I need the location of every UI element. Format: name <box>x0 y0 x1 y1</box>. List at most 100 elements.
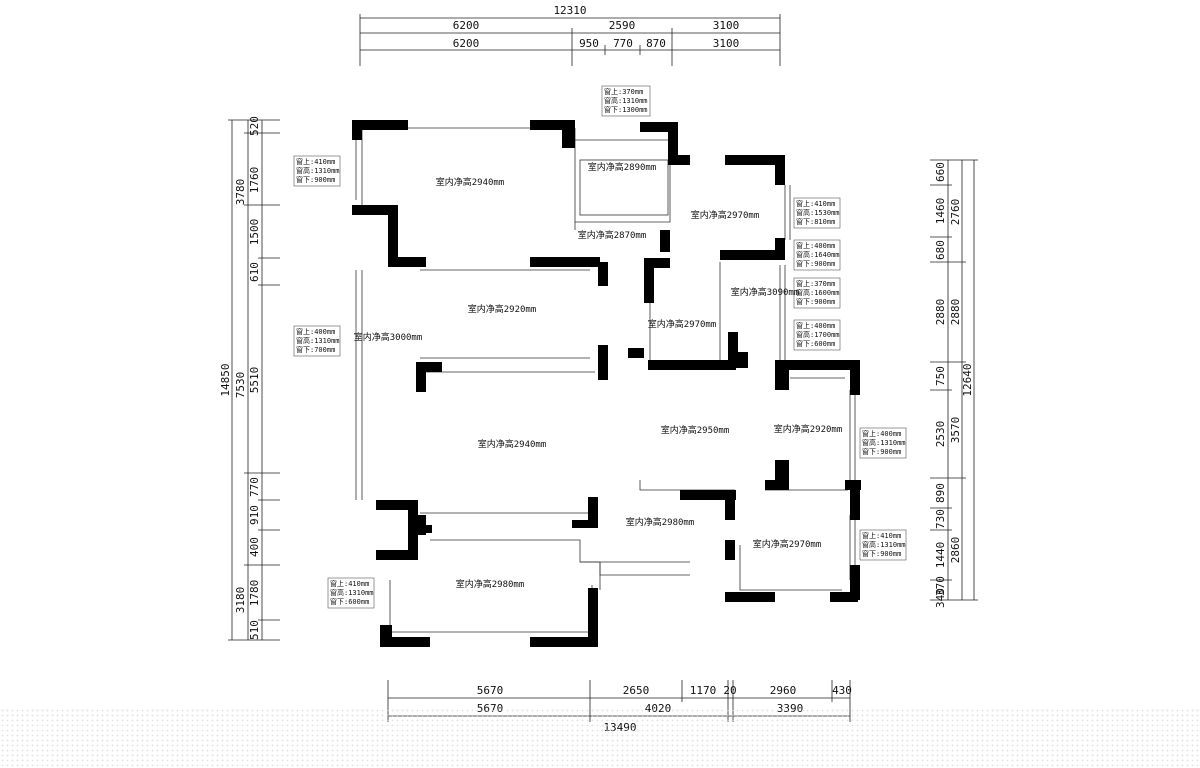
svg-text:窗高:1600mm: 窗高:1600mm <box>796 288 840 297</box>
dim-left-2-g: 910 <box>248 505 261 525</box>
dim-bot-1-a: 5670 <box>477 684 504 697</box>
dim-left-1-c: 3180 <box>234 587 247 614</box>
dim-right-2-j: 370 <box>934 576 947 596</box>
dim-top-2-c: 770 <box>613 37 633 50</box>
dim-top-2-e: 3100 <box>713 37 740 50</box>
dim-right-1-d: 2860 <box>949 537 962 564</box>
svg-text:窗下:810mm: 窗下:810mm <box>796 217 835 226</box>
window-note-9: 窗上:410mm 窗高:1310mm 窗下:900mm <box>859 529 907 561</box>
dim-right-2-k: 340 <box>934 588 947 608</box>
svg-text:窗下:900mm: 窗下:900mm <box>862 549 901 558</box>
window-note-1: 窗上:370mm 窗高:1310mm 窗下:1300mm <box>601 85 651 117</box>
window-note-5: 窗上:370mm 窗高:1600mm 窗下:900mm <box>793 277 841 309</box>
room-labels: 室内净高2940mm 室内净高2890mm 室内净高2970mm 室内净高287… <box>354 161 843 590</box>
dim-top-1-a: 6200 <box>453 19 480 32</box>
right-dimensions: 12640 2760 2880 3570 2860 660 1460 680 2… <box>930 159 978 608</box>
svg-text:窗高:1310mm: 窗高:1310mm <box>296 166 340 175</box>
svg-text:窗上:400mm: 窗上:400mm <box>296 327 335 336</box>
window-notes: 窗上:370mm 窗高:1310mm 窗下:1300mm 窗上:410mm 窗高… <box>293 85 907 609</box>
dim-bot-1-e: 2960 <box>770 684 797 697</box>
window-note-10: 窗上:410mm 窗高:1310mm 窗下:600mm <box>327 577 375 609</box>
svg-text:窗高:1700mm: 窗高:1700mm <box>796 330 840 339</box>
dim-left-2-e: 5510 <box>248 367 261 394</box>
dim-left-2-a: 520 <box>248 116 261 136</box>
svg-text:窗高:1530mm: 窗高:1530mm <box>796 208 840 217</box>
dim-right-2-c: 680 <box>934 240 947 260</box>
dim-left-2-b: 1760 <box>248 167 261 194</box>
dim-left-2-h: 400 <box>248 537 261 557</box>
window-note-6: 窗上:400mm 窗高:1310mm 窗下:700mm <box>293 325 341 357</box>
dim-left-1-a: 3780 <box>234 179 247 206</box>
svg-text:窗下:600mm: 窗下:600mm <box>796 339 835 348</box>
dim-right-1-c: 3570 <box>949 417 962 444</box>
svg-text:窗高:1310mm: 窗高:1310mm <box>862 438 906 447</box>
svg-text:窗上:400mm: 窗上:400mm <box>796 321 835 330</box>
room-label-9: 室内净高2940mm <box>478 438 547 450</box>
dim-top-2-b: 950 <box>579 37 599 50</box>
dim-top-1-c: 3100 <box>713 19 740 32</box>
dim-right-2-i: 1440 <box>934 542 947 569</box>
room-label-8: 室内净高3000mm <box>354 331 423 343</box>
room-label-12: 室内净高2980mm <box>626 516 695 528</box>
room-label-13: 室内净高2970mm <box>753 538 822 550</box>
svg-text:窗高:1640mm: 窗高:1640mm <box>796 250 840 259</box>
dim-bot-1-d: 20 <box>723 684 736 697</box>
dim-left-2-c: 1500 <box>248 219 261 246</box>
window-note-8: 窗上:400mm 窗高:1310mm 窗下:900mm <box>859 427 907 459</box>
top-dimensions: 12310 6200 2590 3100 6200 950 770 870 31… <box>359 4 781 66</box>
structural-walls <box>352 120 861 647</box>
dim-top-2-d: 870 <box>646 37 666 50</box>
svg-text:窗下:900mm: 窗下:900mm <box>796 259 835 268</box>
dim-top-2-a: 6200 <box>453 37 480 50</box>
dotted-background-band <box>0 708 1200 768</box>
svg-text:窗上:410mm: 窗上:410mm <box>296 157 335 166</box>
dim-right-1-b: 2880 <box>949 299 962 326</box>
dim-left-2-j: 510 <box>248 620 261 640</box>
svg-text:窗上:410mm: 窗上:410mm <box>862 531 901 540</box>
dim-right-2-e: 750 <box>934 366 947 386</box>
dim-bot-1-b: 2650 <box>623 684 650 697</box>
svg-text:窗上:410mm: 窗上:410mm <box>330 579 369 588</box>
svg-text:窗上:410mm: 窗上:410mm <box>796 199 835 208</box>
svg-text:窗高:1310mm: 窗高:1310mm <box>330 588 374 597</box>
room-label-3: 室内净高2970mm <box>691 209 760 221</box>
svg-text:窗上:370mm: 窗上:370mm <box>796 279 835 288</box>
room-label-2: 室内净高2890mm <box>588 161 657 173</box>
svg-text:窗下:700mm: 窗下:700mm <box>296 345 335 354</box>
dim-top-total: 12310 <box>553 4 586 17</box>
dim-right-total: 12640 <box>961 363 974 396</box>
dim-bot-1-c: 1170 <box>690 684 717 697</box>
window-note-3: 窗上:410mm 窗高:1530mm 窗下:810mm <box>793 197 841 229</box>
dim-right-2-b: 1460 <box>934 198 947 225</box>
room-label-14: 室内净高2980mm <box>456 578 525 590</box>
dim-left-2-i: 1780 <box>248 580 261 607</box>
window-note-4: 窗上:400mm 窗高:1640mm 窗下:900mm <box>793 239 841 271</box>
dim-left-2-d: 610 <box>248 262 261 282</box>
dim-left-total: 14850 <box>219 363 232 396</box>
svg-text:窗下:1300mm: 窗下:1300mm <box>604 105 648 114</box>
left-dimensions: 14850 3780 7530 3180 520 1760 1500 610 5… <box>219 116 280 641</box>
room-label-5: 室内净高2920mm <box>468 303 537 315</box>
room-label-4: 室内净高2870mm <box>578 229 647 241</box>
svg-text:窗上:400mm: 窗上:400mm <box>862 429 901 438</box>
dim-right-2-f: 2530 <box>934 421 947 448</box>
dim-left-1-b: 7530 <box>234 372 247 399</box>
room-label-11: 室内净高2920mm <box>774 423 843 435</box>
svg-text:窗下:900mm: 窗下:900mm <box>796 297 835 306</box>
svg-text:窗上:370mm: 窗上:370mm <box>604 87 643 96</box>
window-note-2: 窗上:410mm 窗高:1310mm 窗下:900mm <box>293 155 341 187</box>
dim-left-2-f: 770 <box>248 477 261 497</box>
svg-text:窗下:900mm: 窗下:900mm <box>862 447 901 456</box>
window-note-7: 窗上:400mm 窗高:1700mm 窗下:600mm <box>793 319 841 351</box>
dim-right-2-d: 2880 <box>934 299 947 326</box>
dim-bot-1-f: 430 <box>832 684 852 697</box>
room-label-7: 室内净高3090mm <box>731 286 800 298</box>
room-label-10: 室内净高2950mm <box>661 424 730 436</box>
svg-text:窗高:1310mm: 窗高:1310mm <box>604 96 648 105</box>
dim-right-2-g: 890 <box>934 483 947 503</box>
svg-text:窗高:1310mm: 窗高:1310mm <box>296 336 340 345</box>
dim-top-1-b: 2590 <box>609 19 636 32</box>
svg-text:窗下:600mm: 窗下:600mm <box>330 597 369 606</box>
svg-text:窗高:1310mm: 窗高:1310mm <box>862 540 906 549</box>
